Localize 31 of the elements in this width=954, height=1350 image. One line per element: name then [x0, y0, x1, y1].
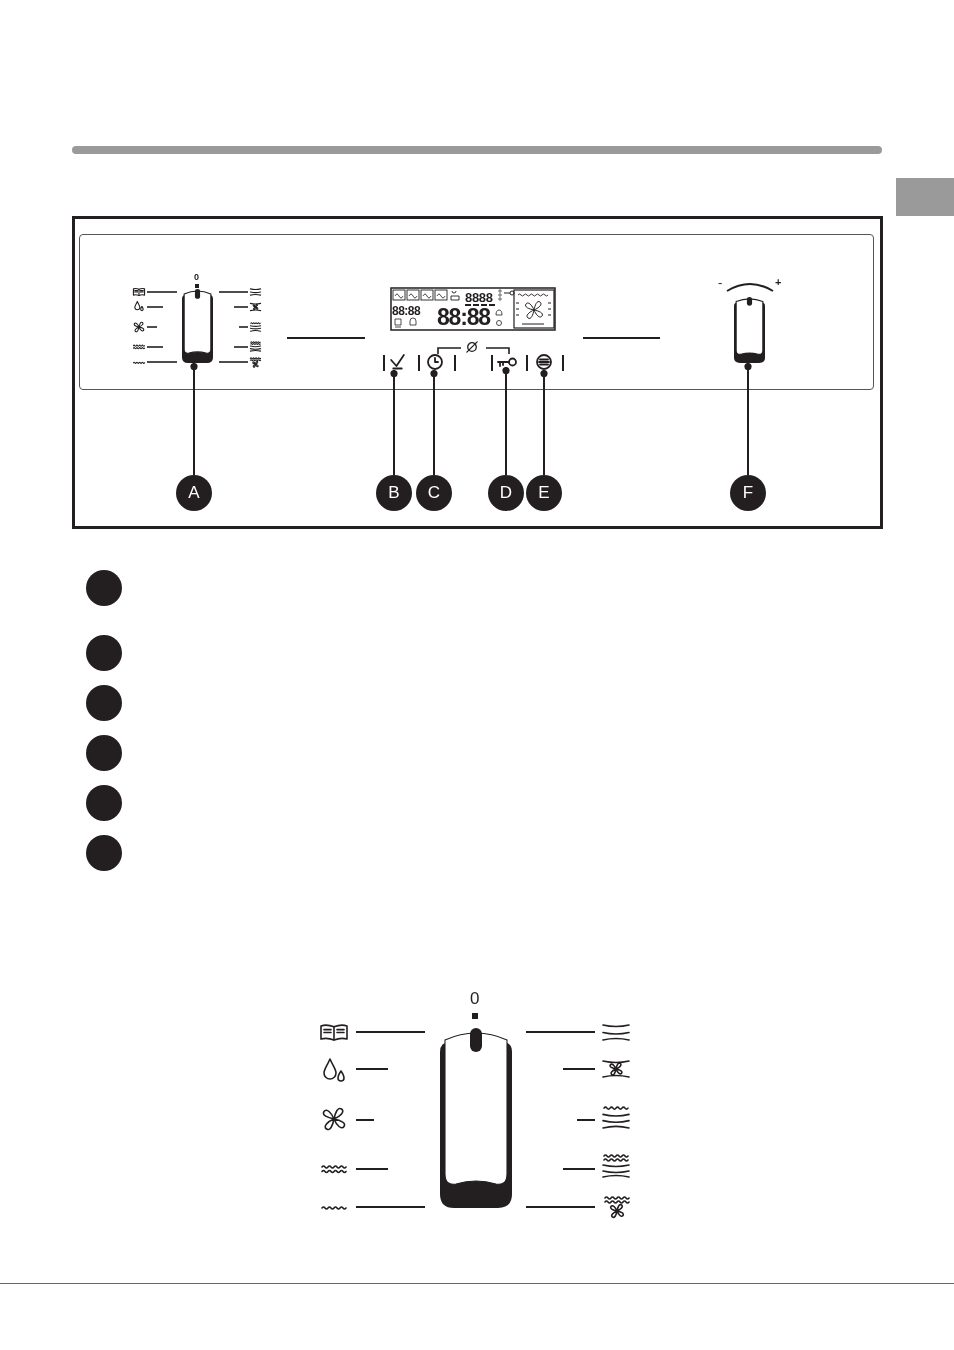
rotary-knob: [182, 289, 213, 363]
clock-icon: [427, 354, 443, 370]
minus-sign: -: [718, 276, 723, 289]
display-digits: 88:88: [437, 306, 490, 329]
key-icon: [497, 357, 517, 367]
bullet-circle: [86, 635, 122, 671]
callout-letter: D: [488, 475, 524, 511]
leader-line: [540, 369, 548, 476]
bullet-circle: [86, 735, 122, 771]
rotary-knob: [734, 297, 765, 363]
striped-circle-icon: [536, 354, 552, 370]
callout-letter: B: [376, 475, 412, 511]
leader-line: [190, 362, 198, 476]
bullet-circle: [86, 835, 122, 871]
callout-letter: F: [730, 475, 766, 511]
leader-line: [430, 369, 438, 476]
bullet-circle: [86, 685, 122, 721]
leader-line: [744, 362, 752, 476]
bullet-circle: [86, 785, 122, 821]
callout-letter: E: [526, 475, 562, 511]
dial-zero-label: 0: [194, 273, 199, 282]
callout-letter: C: [416, 475, 452, 511]
checkmark-icon: [389, 354, 406, 370]
display-digits: 8888: [465, 291, 493, 304]
display-digits: 88:88: [392, 305, 421, 317]
bullet-circle: [86, 570, 122, 606]
plus-sign: +: [775, 277, 782, 288]
dial-zero-label: 0: [470, 990, 480, 1007]
callout-letter: A: [176, 475, 212, 511]
leader-line: [502, 366, 510, 476]
leader-line: [390, 369, 398, 476]
